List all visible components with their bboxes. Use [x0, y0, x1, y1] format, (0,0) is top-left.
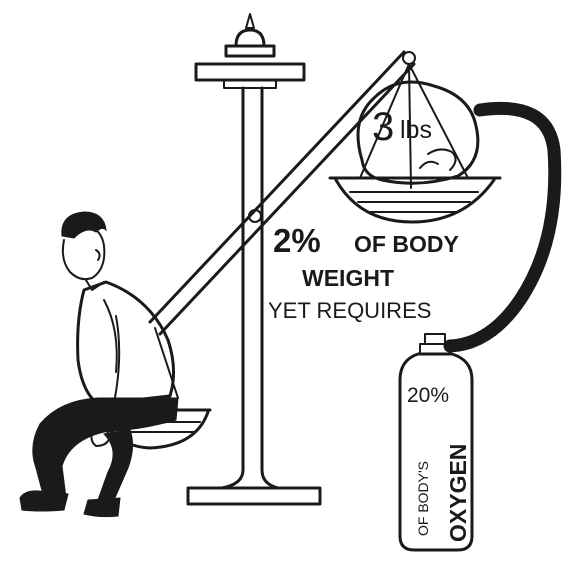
body-weight-of-body: OF BODY — [354, 231, 459, 257]
stand-cap-base — [226, 46, 274, 56]
oxygen-tube — [450, 108, 555, 346]
stand-finial — [246, 14, 254, 28]
man-shoe-right — [84, 498, 120, 517]
body-weight-word: WEIGHT — [302, 265, 394, 291]
stand-dome — [236, 30, 264, 46]
brain-fold — [428, 149, 456, 170]
brain-stem — [420, 162, 438, 168]
brain-weight-unit: lbs — [400, 116, 432, 144]
center-caption: 2% OF BODY WEIGHT YET REQUIRES — [268, 222, 459, 323]
man-trousers-lower-leg — [98, 430, 133, 500]
oxygen-word: OXYGEN — [445, 444, 471, 542]
body-weight-percent: 2% — [273, 222, 321, 259]
brain-weight-number: 3 — [372, 105, 394, 149]
man-shoe-left — [20, 491, 68, 511]
stand-base-plate — [188, 488, 320, 504]
tank-valve-top — [425, 334, 445, 344]
stand-crossbar — [196, 64, 304, 80]
oxygen-of-bodys: OF BODY'S — [415, 461, 431, 536]
beam-tip-ring — [403, 52, 415, 64]
oxygen-percent: 20% — [407, 384, 449, 407]
stand-foot-flare — [222, 470, 278, 488]
man-shirt-fold — [104, 300, 117, 372]
yet-requires-text: YET REQUIRES — [268, 298, 431, 323]
brain-pan-hatching — [350, 192, 478, 212]
seated-man — [20, 212, 178, 517]
man-ear — [96, 250, 100, 260]
